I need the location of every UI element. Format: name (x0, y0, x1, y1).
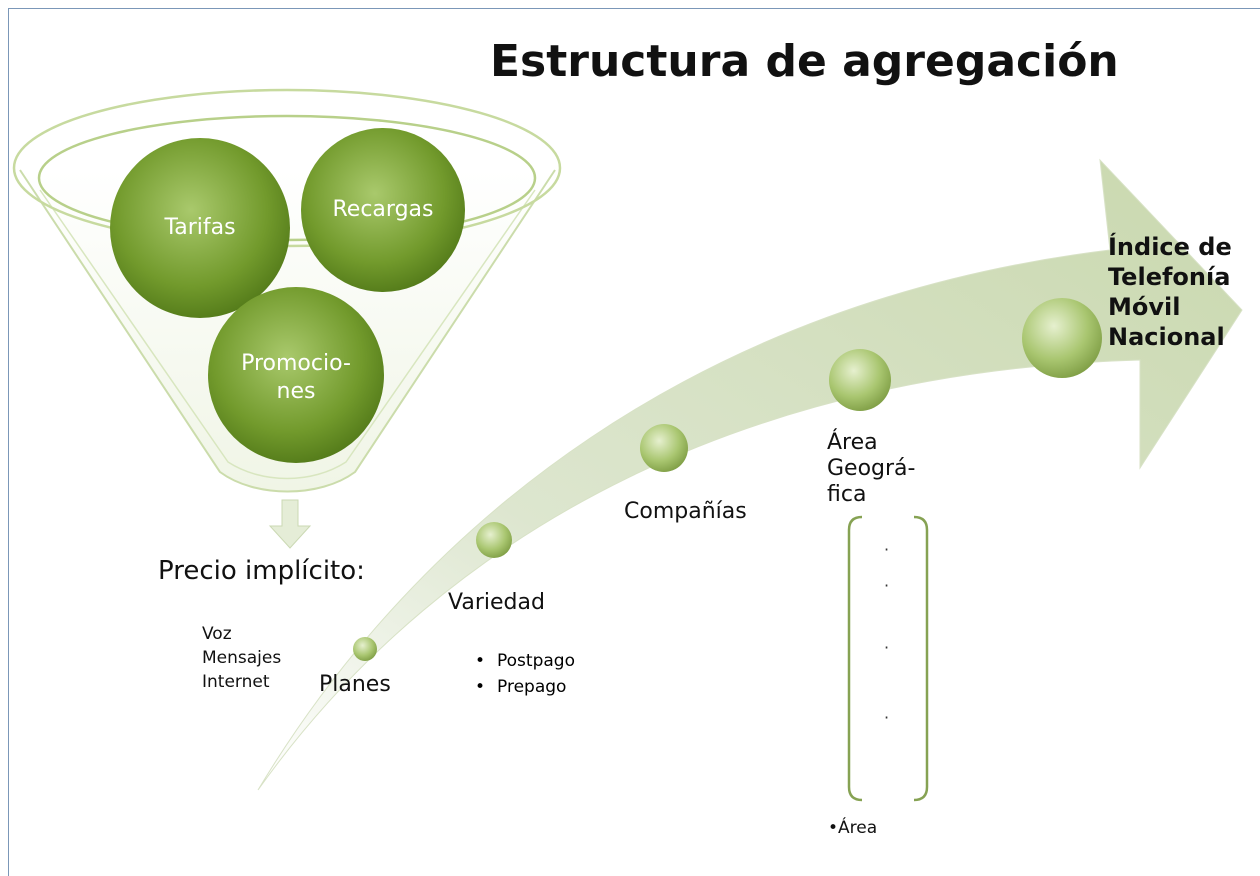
implicit-price-item-mensajes: Mensajes (202, 648, 282, 668)
bracket-dot: · (884, 638, 890, 657)
variedad-list: Postpago Prepago (475, 648, 575, 700)
stage-label-area: Área Geográ- fica (827, 430, 915, 508)
stage-dot-indice (1022, 298, 1102, 378)
index-line-3: Móvil (1108, 293, 1181, 321)
variedad-item-prepago: Prepago (475, 674, 575, 700)
stage-dot-planes (353, 637, 377, 661)
bracket-dot: · (884, 576, 890, 595)
bracket-dot: · (884, 540, 890, 559)
index-line-1: Índice de (1108, 233, 1232, 261)
index-line-2: Telefonía (1108, 263, 1231, 291)
slide-frame (8, 8, 1260, 876)
stage-label-planes: Planes (319, 672, 391, 697)
implicit-price-title: Precio implícito: (158, 556, 365, 586)
stage-dot-area (829, 349, 891, 411)
circle-label-recargas: Recargas (332, 197, 434, 222)
bullet-icon: • (828, 818, 839, 838)
page-title: Estructura de agregación (490, 36, 1119, 87)
area-line-3: fica (827, 482, 867, 507)
area-line-2: Geográ- (827, 456, 916, 481)
stage-dot-companias (640, 424, 688, 472)
stage-label-companias: Compañías (624, 499, 747, 524)
bracket-dot: · (884, 708, 890, 727)
area-line-1: Área (827, 430, 878, 455)
index-title: Índice de Telefonía Móvil Nacional (1108, 232, 1232, 352)
implicit-price-item-voz: Voz (202, 624, 232, 644)
variedad-item-postpago: Postpago (475, 648, 575, 674)
promociones-circle (208, 287, 384, 463)
area-bullet: •Área (828, 818, 878, 838)
circle-label-promociones: Promocio- nes (241, 351, 351, 404)
index-line-4: Nacional (1108, 323, 1225, 351)
recargas-circle (301, 128, 465, 292)
area-bracket (847, 515, 929, 802)
circle-label-tarifas: Tarifas (164, 215, 236, 240)
down-arrow-icon (268, 499, 312, 549)
stage-dot-variedad (476, 522, 512, 558)
stage-label-variedad: Variedad (448, 590, 545, 615)
implicit-price-item-internet: Internet (202, 672, 270, 692)
tarifas-circle (110, 138, 290, 318)
